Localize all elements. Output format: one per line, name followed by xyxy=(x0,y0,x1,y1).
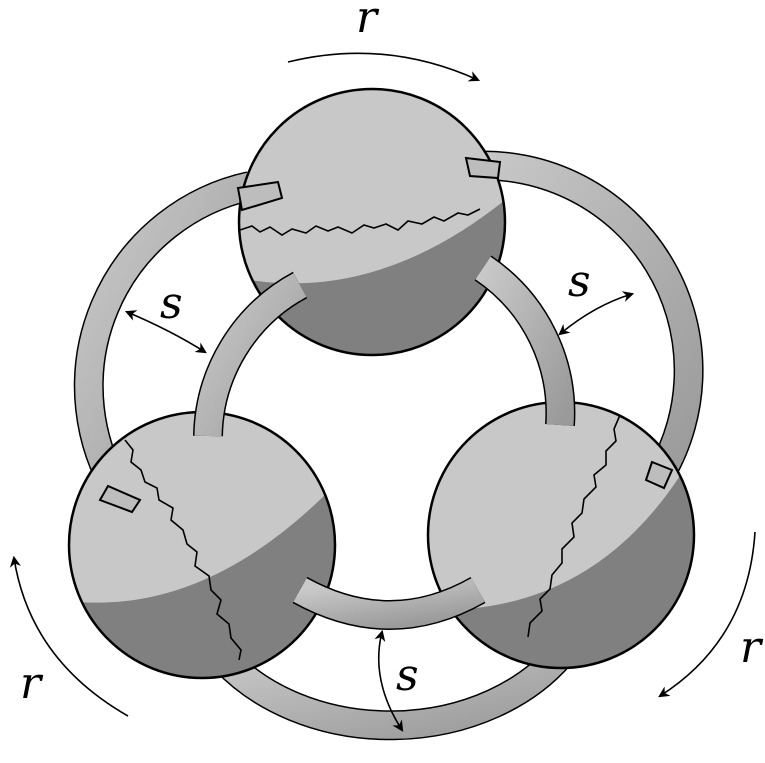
label-r-right: r xyxy=(740,622,764,673)
label-s-left: s xyxy=(160,278,183,329)
band-inner-right xyxy=(474,255,576,426)
crack-line xyxy=(124,439,242,661)
label-r-top: r xyxy=(356,0,380,43)
crack-line xyxy=(239,208,481,236)
sphere-top xyxy=(237,87,507,357)
label-s-right: s xyxy=(568,256,591,307)
band-outer-right xyxy=(469,150,704,483)
band-inner-bottom xyxy=(292,576,486,630)
arrow-r-top xyxy=(287,52,481,82)
band-outer-left xyxy=(73,171,254,503)
band-ends xyxy=(98,156,674,514)
band-inner-left xyxy=(193,271,308,437)
label-r-left: r xyxy=(20,658,44,709)
arrow-r-right xyxy=(658,531,756,698)
arrow-r-left xyxy=(9,555,129,717)
crack-line xyxy=(527,414,621,638)
arrow-s-left xyxy=(124,310,207,354)
sphere-left xyxy=(67,410,337,680)
arrow-s-right xyxy=(558,291,635,336)
rotation-arrows xyxy=(9,52,756,717)
arrow-s-bottom xyxy=(374,629,404,732)
label-s-bottom: s xyxy=(396,650,419,701)
swap-arrows xyxy=(124,291,635,732)
